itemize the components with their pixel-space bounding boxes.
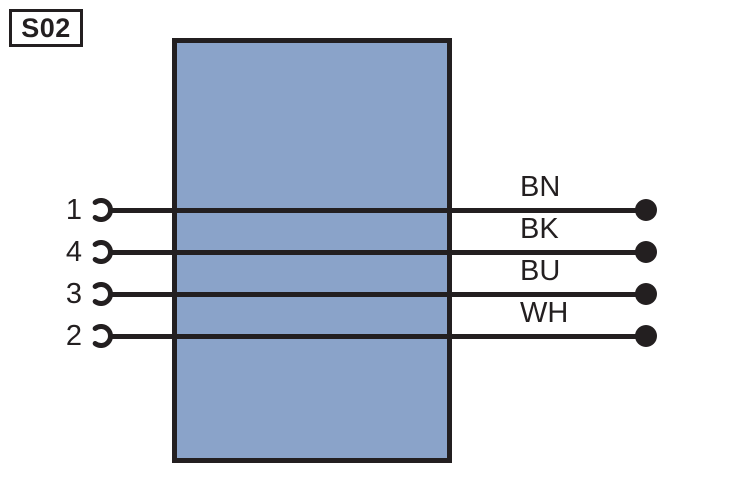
wire-line — [111, 207, 646, 213]
socket-connector-icon — [92, 198, 113, 222]
wire-line — [111, 249, 646, 255]
wire-color-label: WH — [520, 297, 569, 329]
pin-number-label: 2 — [65, 320, 82, 352]
wire-color-label: BK — [520, 213, 559, 245]
wire-color-label: BN — [520, 171, 561, 203]
socket-connector-icon — [92, 324, 113, 348]
wire-line — [111, 333, 646, 339]
socket-connector-icon — [92, 240, 113, 264]
pin-number-label: 1 — [65, 194, 82, 226]
wire-endpoint-dot — [635, 241, 657, 263]
wire-line — [111, 291, 646, 297]
component-tag-box: S02 — [9, 9, 83, 47]
pin-number-label: 3 — [65, 278, 82, 310]
pin-number-label: 4 — [65, 236, 82, 268]
wire-endpoint-dot — [635, 283, 657, 305]
wire-color-label: BU — [520, 255, 561, 287]
component-id-label: S02 — [21, 12, 71, 43]
wire-endpoint-dot — [635, 325, 657, 347]
socket-connector-icon — [92, 282, 113, 306]
wire-endpoint-dot — [635, 199, 657, 221]
